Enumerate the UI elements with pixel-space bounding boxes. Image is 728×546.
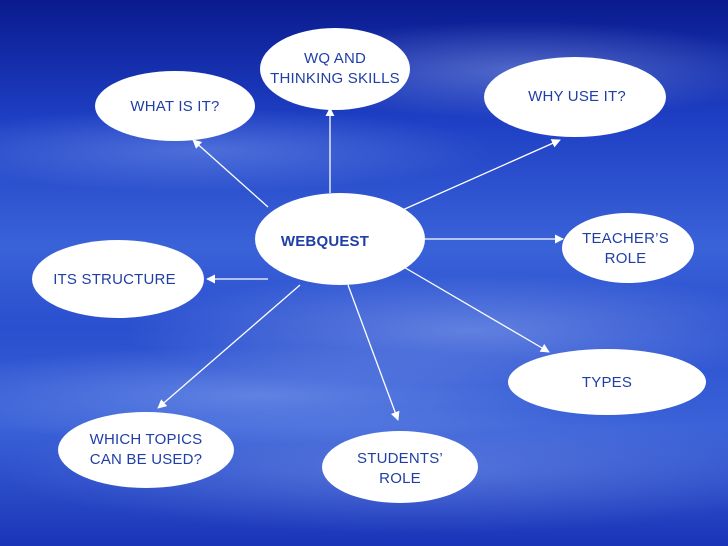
node-which-topics [58, 412, 234, 488]
node-students-role [322, 431, 478, 503]
arrow-to-what-is-it [192, 139, 269, 208]
node-center-webquest [255, 193, 425, 285]
node-wq-thinking-skills [260, 28, 410, 110]
center-label: WEBQUEST [280, 233, 370, 250]
label-its-structure: ITS STRUCTURE [53, 271, 176, 288]
arrow-to-students-role [347, 284, 400, 421]
label-what-is-it: WHAT IS IT? [130, 98, 220, 115]
arrow-to-why-use-it [397, 139, 561, 213]
label-which-topics: WHICH TOPICS CAN BE USED? [89, 431, 203, 468]
label-students-role: STUDENTS’ ROLE [357, 450, 443, 487]
arrow-to-which-topics [157, 284, 301, 409]
node-its-structure [32, 240, 204, 318]
node-teachers-role [562, 213, 694, 283]
label-types: TYPES [581, 374, 633, 391]
node-why-use-it [484, 57, 666, 137]
arrow-to-types [401, 265, 550, 353]
label-why-use-it: WHY USE IT? [528, 88, 626, 105]
label-wq-thinking-skills: WQ AND THINKING SKILLS [270, 50, 400, 87]
node-what-is-it [95, 71, 255, 141]
node-types [508, 349, 706, 415]
label-teachers-role: TEACHER’S ROLE [582, 230, 669, 267]
